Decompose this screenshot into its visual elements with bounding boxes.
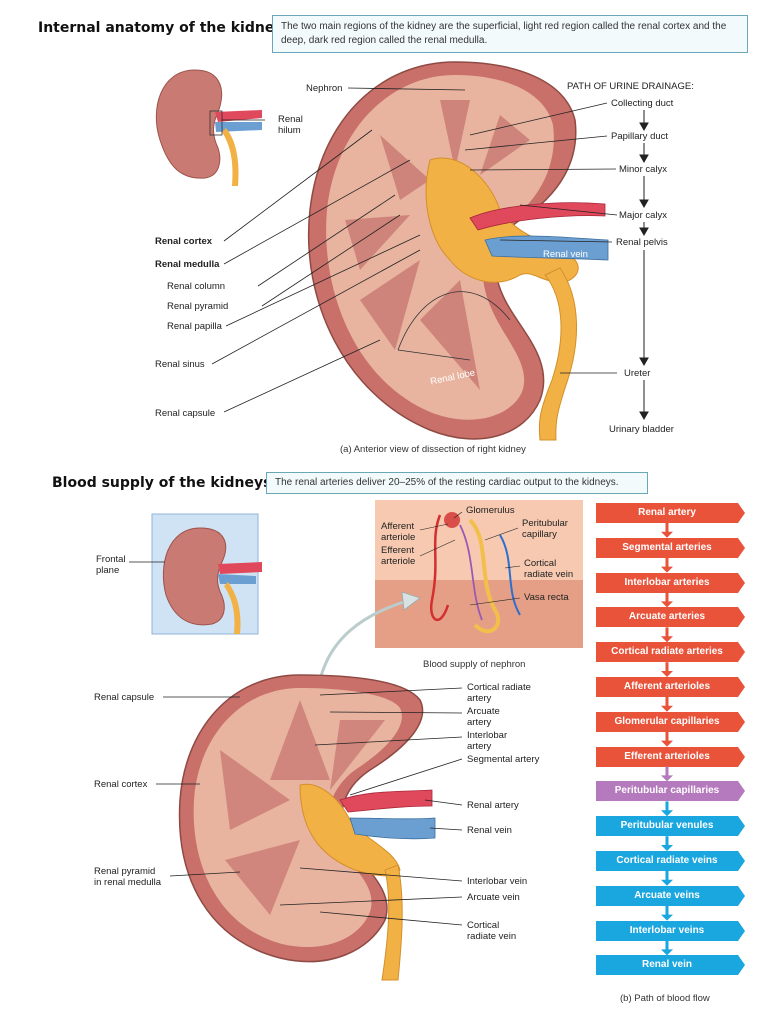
flow-step-arcuate-veins: Arcuate veins — [596, 885, 745, 906]
flow-arrowhead — [661, 810, 673, 817]
label-renal-medulla: Renal medulla — [155, 259, 220, 270]
caption-a: (a) Anterior view of dissection of right… — [340, 444, 526, 455]
caption-b: (b) Path of blood flow — [620, 993, 710, 1004]
urine-path-arrows — [639, 110, 649, 421]
flow-step-efferent-arterioles: Efferent arterioles — [596, 746, 745, 767]
flow-step-cortical-radiate-veins: Cortical radiate veins — [596, 851, 745, 871]
flow-arrowhead — [661, 740, 673, 747]
urine-path-title: PATH OF URINE DRAINAGE: — [567, 81, 694, 92]
label-renal-vein-2: Renal vein — [467, 825, 512, 836]
flow-step-interlobar-arteries: Interlobar arteries — [596, 572, 745, 593]
section2-heading: Blood supply of the kidneys. — [52, 475, 277, 491]
flow-step-renal-vein: Renal vein — [596, 955, 745, 976]
zoom-arrow — [318, 598, 411, 681]
flow-step-segmental-arteries: Segmental arteries — [596, 537, 745, 558]
label-renal-pyramid-2: Renal pyramid in renal medulla — [94, 866, 162, 888]
label-glomerulus: Glomerulus — [466, 505, 515, 516]
flow-arrowhead — [661, 601, 673, 608]
flow-step-arcuate-arteries: Arcuate arteries — [596, 607, 745, 628]
label-nephron: Nephron — [306, 83, 343, 94]
flow-arrowhead — [661, 949, 673, 956]
flow-arrowhead — [661, 775, 673, 782]
small-kidney-top — [155, 69, 262, 186]
label-renal-capsule-2: Renal capsule — [94, 692, 155, 703]
large-kidney-dissection — [307, 61, 609, 441]
urine-step-ureter: Ureter — [624, 368, 651, 379]
flow-arrowhead — [661, 914, 673, 921]
label-cortical-radiate-artery: Cortical radiate artery — [467, 682, 531, 704]
flow-arrowhead — [661, 531, 673, 538]
leader-lines-section1 — [211, 87, 618, 413]
urine-step-minor-calyx: Minor calyx — [619, 164, 668, 175]
flow-step-glomerular-capillaries: Glomerular capillaries — [596, 711, 745, 732]
label-efferent-arteriole: Efferent arteriole — [381, 545, 416, 567]
label-segmental-artery: Segmental artery — [467, 754, 540, 765]
label-renal-column: Renal column — [167, 281, 226, 292]
nephron-inset — [375, 500, 583, 648]
label-vasa-recta: Vasa recta — [524, 592, 569, 603]
label-frontal-plane: Frontal plane — [96, 554, 126, 576]
flow-step-peritubular-capillaries: Peritubular capillaries — [596, 781, 745, 802]
label-interlobar-vein: Interlobar vein — [467, 876, 528, 887]
section2-callout: The renal arteries deliver 20–25% of the… — [266, 472, 648, 494]
label-interlobar-artery: Interlobar artery — [467, 730, 508, 752]
flow-arrowhead — [661, 636, 673, 643]
urine-step-papillary-duct: Papillary duct — [611, 131, 669, 142]
flow-step-afferent-arterioles: Afferent arterioles — [596, 677, 745, 697]
urine-step-urinary-bladder: Urinary bladder — [609, 424, 674, 435]
flow-arrowhead — [661, 879, 673, 886]
label-renal-capsule: Renal capsule — [155, 408, 216, 419]
label-renal-artery-inside: Renal artery — [543, 217, 595, 228]
flow-arrowhead — [661, 671, 673, 677]
flow-arrowhead — [661, 566, 673, 573]
label-renal-hilum: Renal hilum — [278, 114, 303, 136]
label-renal-pyramid: Renal pyramid — [167, 301, 229, 312]
label-afferent-arteriole: Afferent arteriole — [381, 521, 416, 543]
kidney-blood-supply — [178, 674, 436, 981]
flow-step-interlobar-veins: Interlobar veins — [596, 920, 745, 941]
label-renal-artery-2: Renal artery — [467, 800, 519, 811]
flow-step-renal-artery: Renal artery — [596, 503, 745, 523]
caption-nephron-inset: Blood supply of nephron — [423, 659, 526, 670]
label-cortical-radiate-vein-inset: Cortical radiate vein — [524, 558, 574, 580]
label-renal-sinus: Renal sinus — [155, 359, 205, 370]
label-renal-cortex: Renal cortex — [155, 236, 213, 247]
section1-heading: Internal anatomy of the kidneys. — [38, 20, 298, 36]
label-renal-vein-inside: Renal vein — [543, 249, 588, 260]
label-peritubular-capillary: Peritubular capillary — [522, 518, 568, 540]
flow-arrowhead — [661, 705, 673, 712]
section1-callout: The two main regions of the kidney are t… — [272, 15, 748, 53]
urine-step-major-calyx: Major calyx — [619, 210, 668, 221]
flow-arrowhead — [661, 845, 673, 851]
urine-step-renal-pelvis: Renal pelvis — [616, 237, 668, 248]
label-arcuate-artery: Arcuate artery — [467, 706, 500, 728]
frontal-plane-inset — [129, 513, 262, 635]
label-cortical-radiate-vein: Cortical radiate vein — [467, 920, 517, 942]
leader-lines-section2 — [156, 687, 463, 926]
urine-step-collecting-duct: Collecting duct — [611, 98, 674, 109]
flow-step-cortical-radiate-arteries: Cortical radiate arteries — [596, 642, 745, 663]
label-renal-papilla: Renal papilla — [167, 321, 222, 332]
label-arcuate-vein: Arcuate vein — [467, 892, 520, 903]
flow-step-peritubular-venules: Peritubular venules — [596, 816, 745, 837]
label-renal-cortex-2: Renal cortex — [94, 779, 148, 790]
